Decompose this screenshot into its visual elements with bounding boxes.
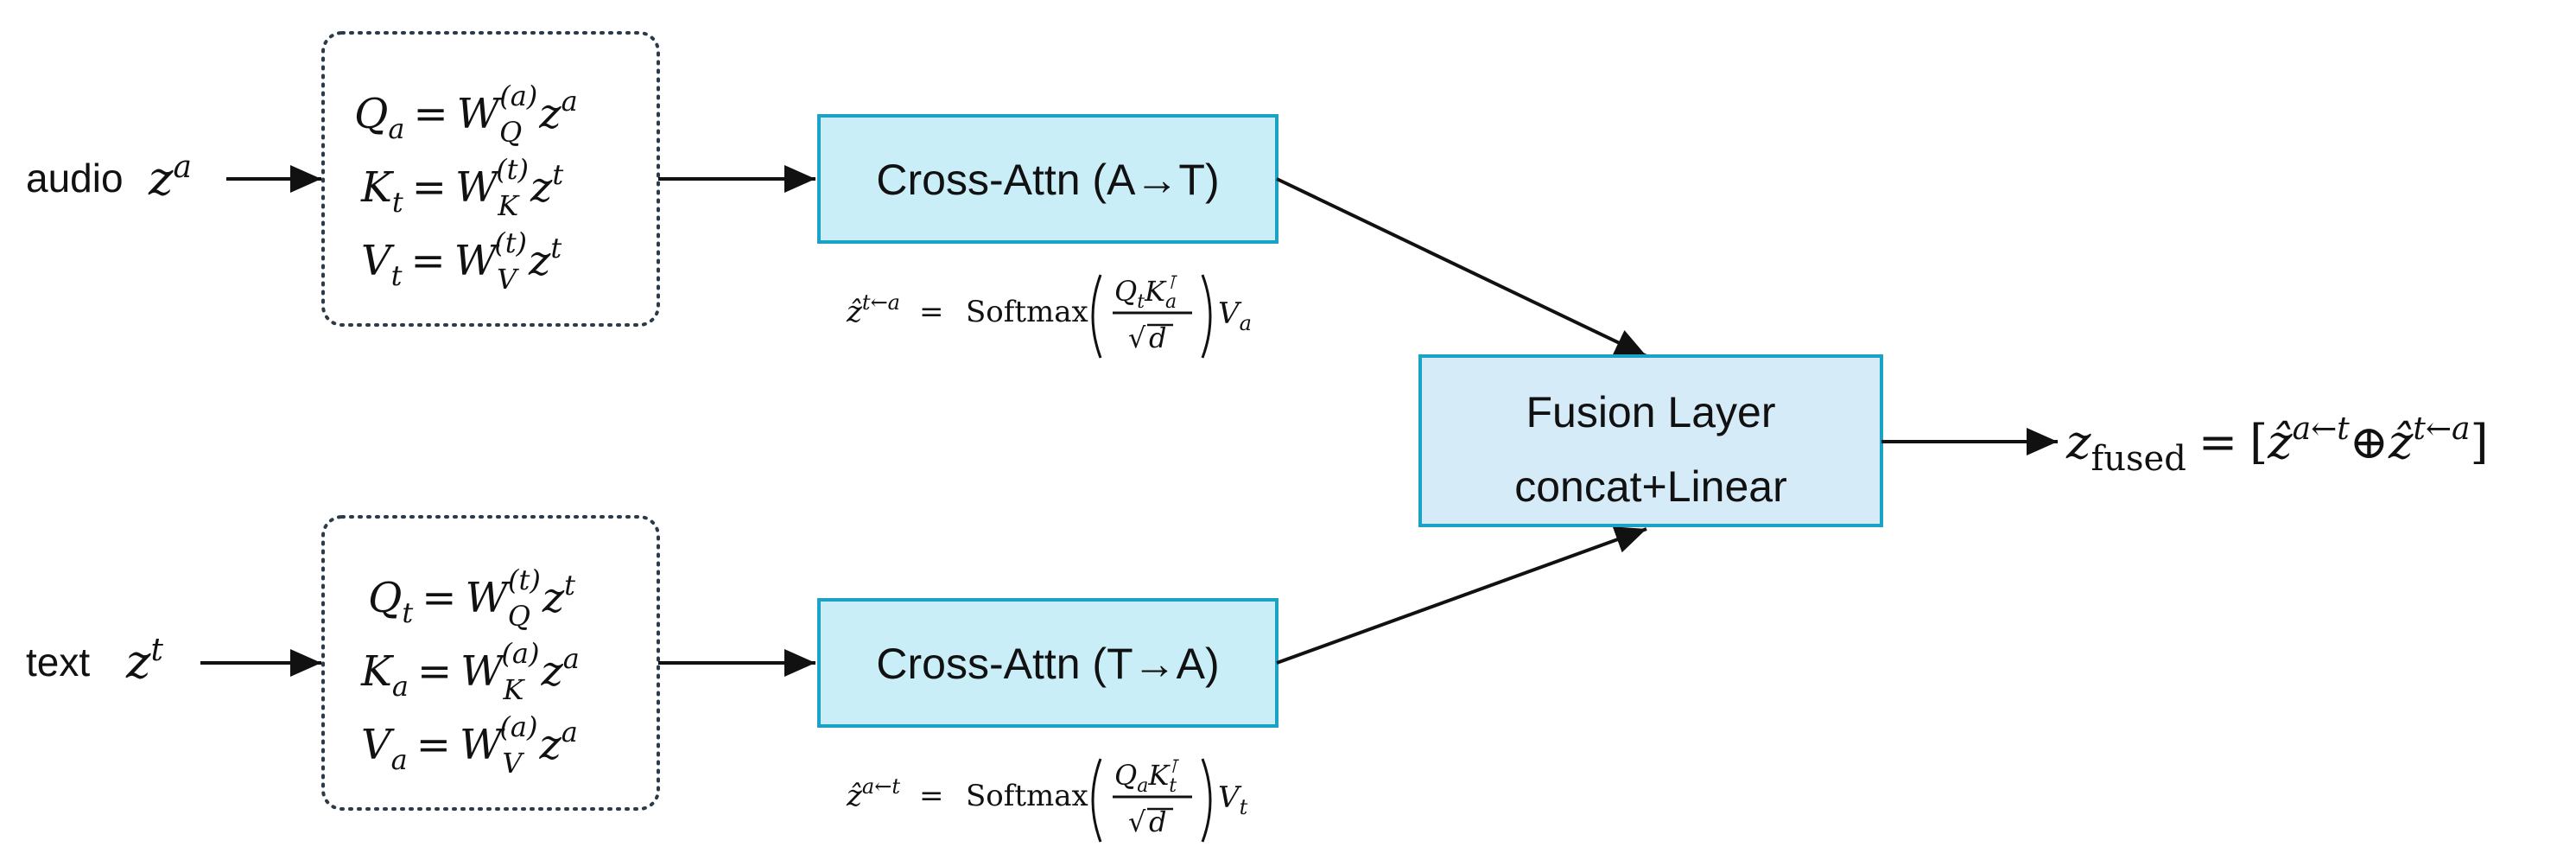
top-formula-numerator: QtKa⊺ bbox=[1114, 272, 1177, 313]
text-projection-box bbox=[321, 515, 660, 811]
cross-attn-ta-block bbox=[817, 598, 1278, 728]
text-label: text bbox=[26, 640, 90, 685]
fusion-layer-block bbox=[1418, 354, 1883, 527]
audio-eq-k: Kt=WK(t)zt bbox=[360, 153, 563, 222]
bottom-formula-output: ẑa←t bbox=[846, 774, 900, 813]
text-eq-k: Ka=WK(a)za bbox=[360, 637, 580, 706]
audio-label: audio bbox=[26, 156, 124, 201]
bottom-formula-denominator: d bbox=[1149, 806, 1166, 838]
svg-text:√: √ bbox=[1128, 806, 1146, 838]
top-attention-formula: ẑt←a = Softmax QtKa⊺ √ d Va bbox=[846, 272, 1252, 359]
fused-output-formula: zfused=[ẑa←t⊕ẑt←a] bbox=[2065, 411, 2489, 479]
bottom-formula-numerator: QaKt⊺ bbox=[1114, 756, 1179, 797]
audio-variable: za bbox=[148, 150, 192, 207]
bottom-formula-value: Vt bbox=[1218, 780, 1248, 819]
cross-attn-ta-label: Cross-Attn (T→A) bbox=[876, 640, 1219, 688]
top-formula-denominator: d bbox=[1149, 322, 1166, 354]
bottom-formula-softmax: Softmax bbox=[966, 779, 1088, 813]
crossattn-at-to-fusion-arrow bbox=[1276, 177, 1647, 358]
cross-attn-at-block bbox=[817, 114, 1278, 244]
crossattn-ta-to-fusion-arrow bbox=[1276, 526, 1647, 665]
top-formula-output: ẑt←a bbox=[846, 290, 900, 329]
top-formula-value: Va bbox=[1218, 296, 1252, 335]
text-eq-v: Va=WV(a)za bbox=[361, 710, 578, 780]
audio-eq-v: Vt=WV(t)zt bbox=[361, 226, 562, 296]
svg-text:=: = bbox=[919, 295, 944, 329]
audio-projection-equations: Qa=WQ(a)za Kt=WK(t)zt Vt=WV(t)zt bbox=[354, 80, 578, 296]
fusion-layer-title: Fusion Layer bbox=[1526, 388, 1775, 436]
fusion-layer-subtitle: concat+Linear bbox=[1514, 462, 1787, 511]
bottom-attention-formula: ẑa←t = Softmax QaKt⊺ √ d Vt bbox=[846, 756, 1248, 843]
audio-eq-q: Qa=WQ(a)za bbox=[354, 80, 578, 149]
cross-attn-at-label: Cross-Attn (A→T) bbox=[876, 156, 1219, 204]
top-formula-softmax: Softmax bbox=[966, 295, 1088, 329]
text-projection-equations: Qt=WQ(t)zt Ka=WK(a)za Va=WV(a)za bbox=[360, 564, 580, 780]
audio-projection-box bbox=[321, 31, 660, 327]
svg-text:=: = bbox=[919, 779, 944, 813]
svg-text:√: √ bbox=[1128, 322, 1146, 354]
audio-input: audio za bbox=[26, 150, 192, 207]
text-input: text zt bbox=[26, 633, 163, 690]
fused-output-expression: zfused=[ẑa←t⊕ẑt←a] bbox=[2065, 411, 2489, 479]
text-eq-q: Qt=WQ(t)zt bbox=[368, 564, 575, 633]
text-variable: zt bbox=[125, 633, 163, 690]
